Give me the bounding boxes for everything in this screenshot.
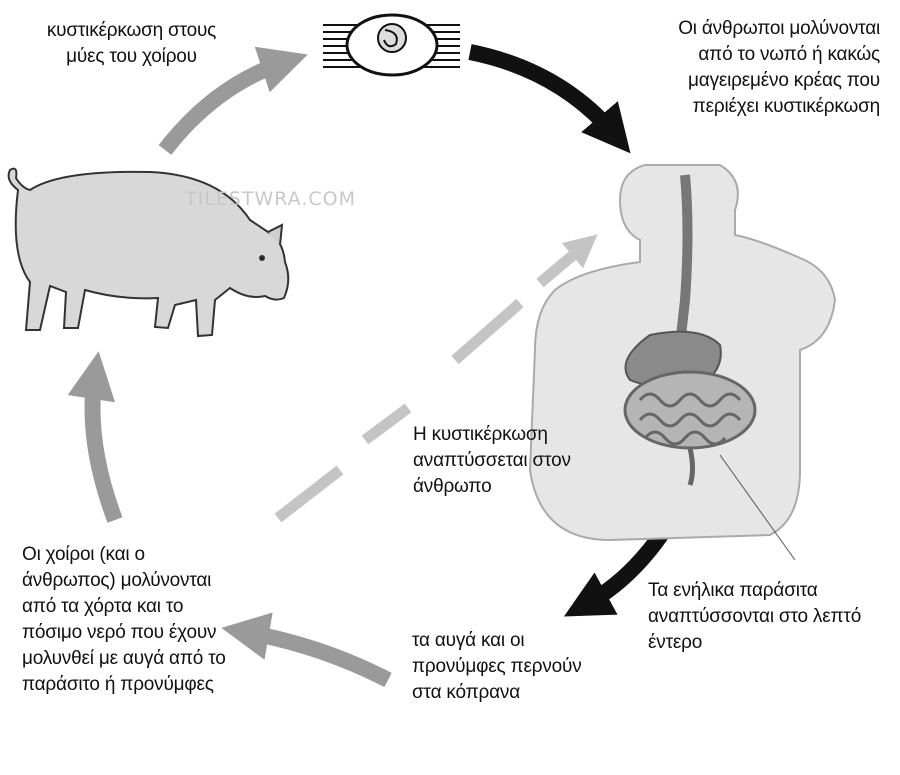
label-line: προνύμφες περνούν: [412, 654, 622, 680]
label-line: Οι χοίροι (και ο: [22, 542, 272, 568]
watermark: TILESTWRA.COM: [185, 188, 356, 210]
label-eggs-larvae-in-feces: τα αυγά και οι προνύμφες περνούν στα κόπ…: [412, 628, 622, 706]
label-line: Οι άνθρωποι μολύνονται: [620, 16, 880, 42]
label-line: από το νωπό ή κακώς: [620, 42, 880, 68]
label-line: τα αυγά και οι: [412, 628, 622, 654]
arrow-grass-to-pig: [93, 375, 116, 520]
label-line: Η κυστικέρκωση: [413, 422, 613, 448]
muscle-cyst-illustration: [323, 15, 460, 75]
human-body-illustration: [530, 165, 835, 560]
arrow-pig-to-muscle: [165, 62, 285, 150]
label-line: άνθρωπο: [413, 474, 613, 500]
label-pig-muscle-cysticercosis: κυστικέρκωση στους μύες του χοίρου: [14, 18, 249, 70]
label-humans-infected: Οι άνθρωποι μολύνονται από το νωπό ή κακ…: [620, 16, 880, 120]
label-line: παράσιτο ή προνύμφες: [22, 672, 272, 698]
label-develops-in-human: Η κυστικέρκωση αναπτύσσεται στον άνθρωπο: [413, 422, 613, 500]
label-line: περιέχει κυστικέρκωση: [620, 94, 880, 120]
label-line: κυστικέρκωση στους: [14, 18, 249, 44]
label-line: μολυνθεί με αυγά από το: [22, 646, 272, 672]
label-line: αναπτύσσεται στον: [413, 448, 613, 474]
label-line: άνθρωπος) μολύνονται: [22, 568, 272, 594]
label-line: αναπτύσσονται στο λεπτό: [648, 604, 893, 630]
label-line: πόσιμο νερό που έχουν: [22, 620, 272, 646]
label-adult-parasites: Τα ενήλικα παράσιτα αναπτύσσονται στο λε…: [648, 578, 893, 656]
label-line: Τα ενήλικα παράσιτα: [648, 578, 893, 604]
label-line: μαγειρεμένο κρέας που: [620, 68, 880, 94]
label-line: στα κόπρανα: [412, 680, 622, 706]
label-line: μύες του χοίρου: [14, 44, 249, 70]
label-line: έντερο: [648, 630, 893, 656]
label-pigs-infected: Οι χοίροι (και ο άνθρωπος) μολύνονται απ…: [22, 542, 272, 698]
arrow-muscle-to-human: [470, 52, 615, 135]
label-line: από τα χόρτα και το: [22, 594, 272, 620]
